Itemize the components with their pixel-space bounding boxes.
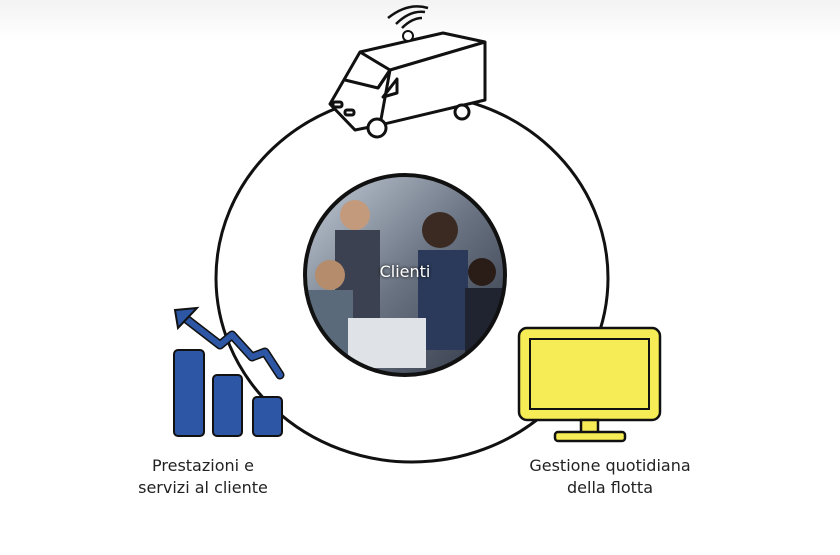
van-wifi-icon xyxy=(328,5,487,139)
performance-label-line2: servizi al cliente xyxy=(138,478,268,497)
center-label: Clienti xyxy=(379,262,431,281)
performance-label: Prestazioni e servizi al cliente xyxy=(118,455,288,499)
fleet-label: Gestione quotidiana della flotta xyxy=(510,455,710,499)
photo-frame xyxy=(303,173,507,377)
bar-chart-icon xyxy=(173,306,285,437)
monitor-icon xyxy=(517,326,662,443)
fleet-label-line1: Gestione quotidiana xyxy=(529,456,691,475)
fleet-label-line2: della flotta xyxy=(567,478,653,497)
performance-label-line1: Prestazioni e xyxy=(152,456,254,475)
